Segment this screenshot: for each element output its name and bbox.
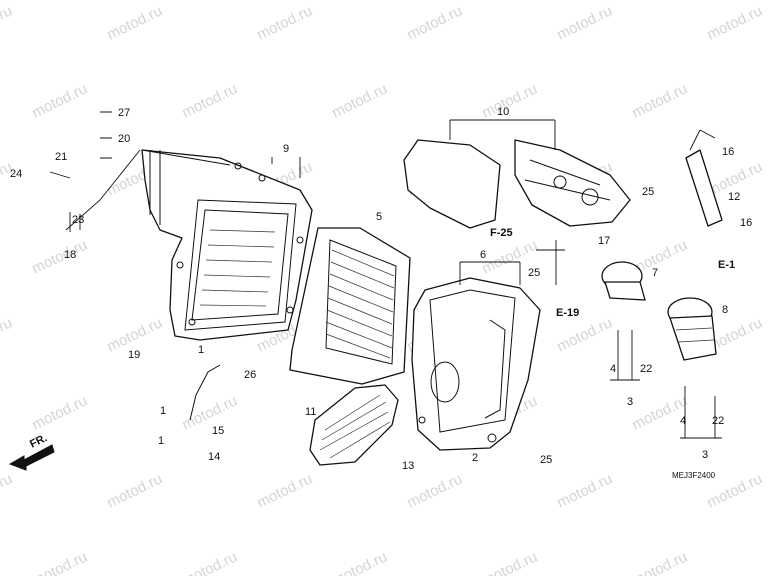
part-number-11: 11 (305, 406, 316, 418)
part-number-2: 2 (472, 452, 478, 464)
reference-f-25: F-25 (490, 227, 513, 239)
part-number-8: 8 (722, 304, 728, 316)
diagram-code: MEJ3F2400 (672, 471, 716, 480)
air-filter-element (289, 227, 411, 385)
part-number-7: 7 (652, 267, 658, 279)
part-number-21: 21 (55, 151, 67, 163)
part-number-18: 18 (64, 249, 76, 261)
reference-e-19: E-19 (556, 307, 579, 319)
part-number-16-a: 16 (722, 146, 734, 158)
leader-lines (49, 111, 722, 439)
part-number-6: 6 (480, 249, 486, 261)
air-intake-duct (309, 384, 399, 466)
rubber-joint-8 (667, 297, 717, 361)
part-number-4-a: 4 (610, 363, 616, 375)
part-number-10: 10 (497, 106, 509, 118)
part-number-14: 14 (208, 451, 220, 463)
part-number-3-b: 3 (702, 449, 708, 461)
air-cleaner-upper-cover (403, 139, 631, 229)
rubber-joint-7 (601, 261, 646, 301)
drain-tube (189, 364, 221, 421)
part-number-22-a: 22 (640, 363, 652, 375)
part-number-16-b: 16 (740, 217, 752, 229)
part-number-23: 23 (72, 214, 84, 226)
part-number-3-a: 3 (627, 396, 633, 408)
part-number-4-b: 4 (680, 415, 686, 427)
air-cleaner-housing (141, 149, 313, 341)
part-number-12: 12 (728, 191, 740, 203)
part-number-27: 27 (118, 107, 130, 119)
part-number-24: 24 (10, 168, 22, 180)
part-number-22-b: 22 (712, 415, 724, 427)
reference-e-1: E-1 (718, 259, 735, 271)
breather-hose (685, 149, 723, 227)
part-number-9: 9 (283, 143, 289, 155)
part-number-1-b: 1 (160, 405, 166, 417)
part-number-13: 13 (402, 460, 414, 472)
part-number-1-a: 1 (198, 344, 204, 356)
part-number-17: 17 (598, 235, 610, 247)
part-number-1-c: 1 (158, 435, 164, 447)
part-number-25-b: 25 (528, 267, 540, 279)
part-number-25-a: 25 (540, 454, 552, 466)
part-number-5: 5 (376, 211, 382, 223)
part-number-15: 15 (212, 425, 224, 437)
part-number-19: 19 (128, 349, 140, 361)
air-cleaner-lower-case (411, 277, 541, 451)
part-number-26: 26 (244, 369, 256, 381)
part-number-25-c: 25 (642, 186, 654, 198)
part-number-20: 20 (118, 133, 130, 145)
front-arrow-icon (8, 444, 55, 471)
